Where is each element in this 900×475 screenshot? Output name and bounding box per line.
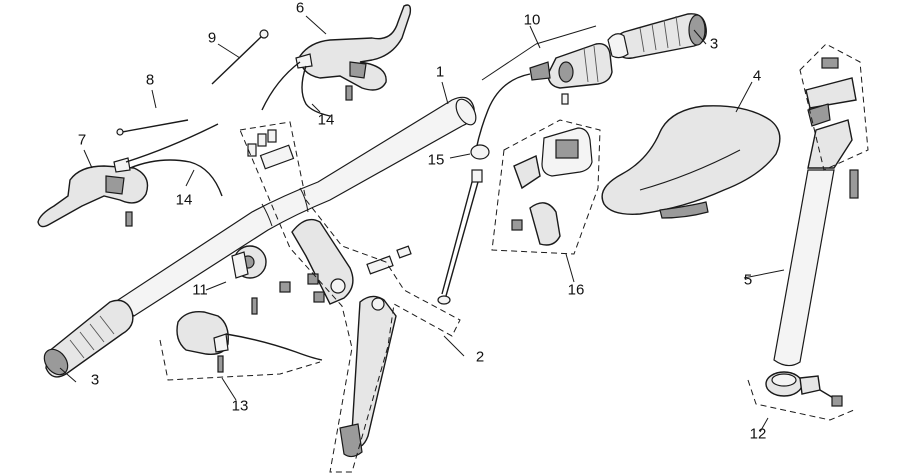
saddle <box>601 105 781 219</box>
seat-clamp-outline <box>799 43 869 171</box>
callout-9: 9 <box>208 30 216 47</box>
long-bolt <box>437 144 490 305</box>
cable-set <box>116 29 269 136</box>
seat-post <box>773 57 859 367</box>
leader-lines <box>59 15 785 433</box>
callout-16: 16 <box>568 282 585 299</box>
callout-3-left: 3 <box>91 372 99 389</box>
stem-assembly <box>247 129 412 458</box>
callout-14-right: 14 <box>318 112 335 129</box>
left-grip <box>43 299 134 378</box>
computer-kit-outline <box>491 119 601 255</box>
callout-4: 4 <box>753 68 761 85</box>
left-brake-lever <box>37 123 223 228</box>
callout-15: 15 <box>428 152 445 169</box>
callout-12: 12 <box>750 426 767 443</box>
twist-shifter <box>475 43 613 151</box>
callout-13: 13 <box>232 398 249 415</box>
callout-14-left: 14 <box>176 192 193 209</box>
right-brake-lever <box>261 4 412 117</box>
control-pod <box>159 311 323 381</box>
handlebar <box>117 96 477 317</box>
bike-computer-kit <box>511 127 593 246</box>
stem-group-outline <box>239 121 461 473</box>
callout-3-right: 3 <box>710 36 718 53</box>
seat-clamp <box>747 371 855 421</box>
callout-2: 2 <box>476 349 484 366</box>
right-grip <box>607 13 707 59</box>
callout-6: 6 <box>296 0 304 17</box>
callout-7: 7 <box>78 132 86 149</box>
callout-11: 11 <box>192 282 208 299</box>
callout-8: 8 <box>146 72 154 89</box>
callout-10: 10 <box>524 12 541 29</box>
callout-5: 5 <box>744 272 752 289</box>
bell <box>231 245 267 315</box>
callout-labels: 1 2 3 3 4 5 6 7 8 9 10 11 12 13 14 14 15… <box>78 0 767 443</box>
callout-1: 1 <box>436 64 444 81</box>
